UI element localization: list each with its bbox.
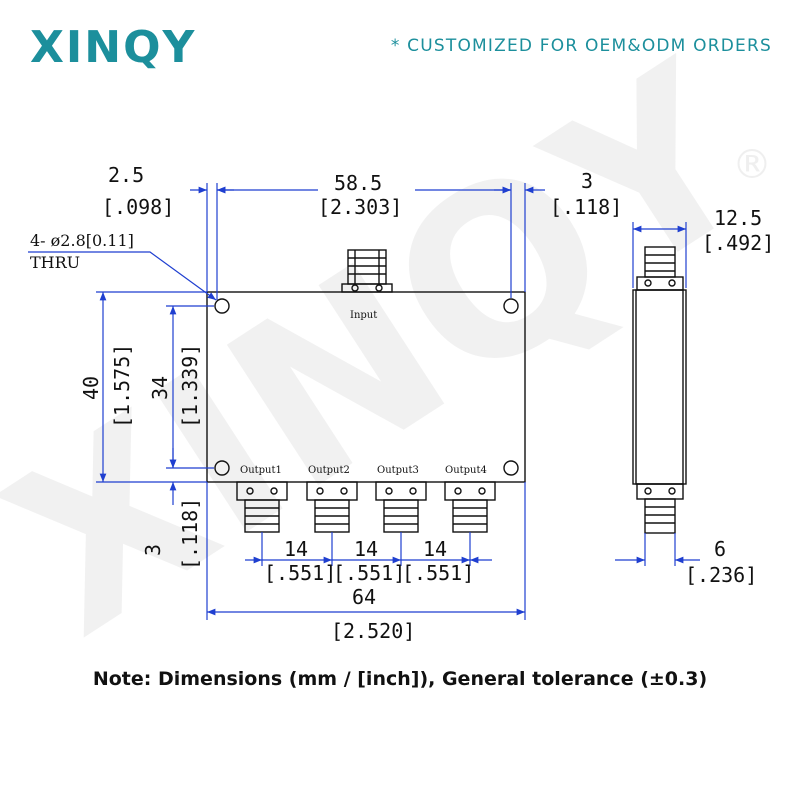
output-connector-3 <box>375 481 427 533</box>
dim-hole-pitch-mm: 58.5 <box>334 171 382 195</box>
dimension-lines <box>28 183 700 620</box>
dim-right-offset-inch: [.118] <box>550 195 622 219</box>
output-label-4: Output4 <box>445 465 487 476</box>
dim-depth-inch: [.492] <box>702 231 774 255</box>
brand-logo: XINQY <box>30 22 197 73</box>
mount-hole-top-left <box>214 298 230 314</box>
mount-hole-top-right <box>503 298 519 314</box>
dim-hole-offset-inch: [.098] <box>102 195 174 219</box>
output-label-3: Output3 <box>377 465 419 476</box>
watermark-registered-mark: ® <box>732 142 772 188</box>
dimension-note: Note: Dimensions (mm / [inch]), General … <box>92 668 708 690</box>
dim-side-connector-mm: 6 <box>714 537 726 561</box>
side-top-connector <box>636 246 684 291</box>
dim-hole-offset-mm: 2.5 <box>108 163 144 187</box>
dim-height-mm: 40 <box>79 376 103 400</box>
front-view: Input Output1 Output2 Output3 Output4 <box>206 249 526 533</box>
dim-port-pitch-1-mm: 14 <box>284 537 308 561</box>
output-connector-4 <box>444 481 496 533</box>
output-connector-1 <box>236 481 288 533</box>
dim-hole-height-inch: [1.339] <box>178 344 202 428</box>
dim-depth-mm: 12.5 <box>714 206 762 230</box>
dim-bottom-offset-mm: 3 <box>141 544 165 556</box>
dim-side-connector-inch: [.236] <box>685 563 757 587</box>
dim-port-pitch-1-inch: [.551] <box>264 561 336 585</box>
mount-hole-bottom-right <box>503 460 519 476</box>
hole-callout-line2: THRU <box>30 253 80 272</box>
dim-width-inch: [2.520] <box>331 619 415 643</box>
tagline: * CUSTOMIZED FOR OEM&ODM ORDERS <box>390 36 772 56</box>
input-label: Input <box>350 310 377 321</box>
dim-height-inch: [1.575] <box>110 344 134 428</box>
dim-port-pitch-2-mm: 14 <box>354 537 378 561</box>
input-connector <box>341 249 393 293</box>
dim-port-pitch-3-mm: 14 <box>423 537 447 561</box>
dim-bottom-offset-inch: [.118] <box>178 498 202 570</box>
dim-right-offset-mm: 3 <box>581 169 593 193</box>
dim-hole-pitch-inch: [2.303] <box>318 195 402 219</box>
output-label-2: Output2 <box>308 465 350 476</box>
dim-port-pitch-2-inch: [.551] <box>333 561 405 585</box>
side-bottom-connector <box>636 483 684 534</box>
dim-port-pitch-3-inch: [.551] <box>402 561 474 585</box>
dim-hole-height-mm: 34 <box>148 376 172 400</box>
output-label-1: Output1 <box>240 465 282 476</box>
dim-width-mm: 64 <box>352 585 376 609</box>
side-view <box>632 246 687 534</box>
dimension-texts: 2.5 [.098] 58.5 [2.303] 3 [.118] 12.5 [.… <box>30 163 774 643</box>
mount-hole-bottom-left <box>214 460 230 476</box>
hole-callout-line1: 4- ø2.8[0.11] <box>30 231 134 250</box>
